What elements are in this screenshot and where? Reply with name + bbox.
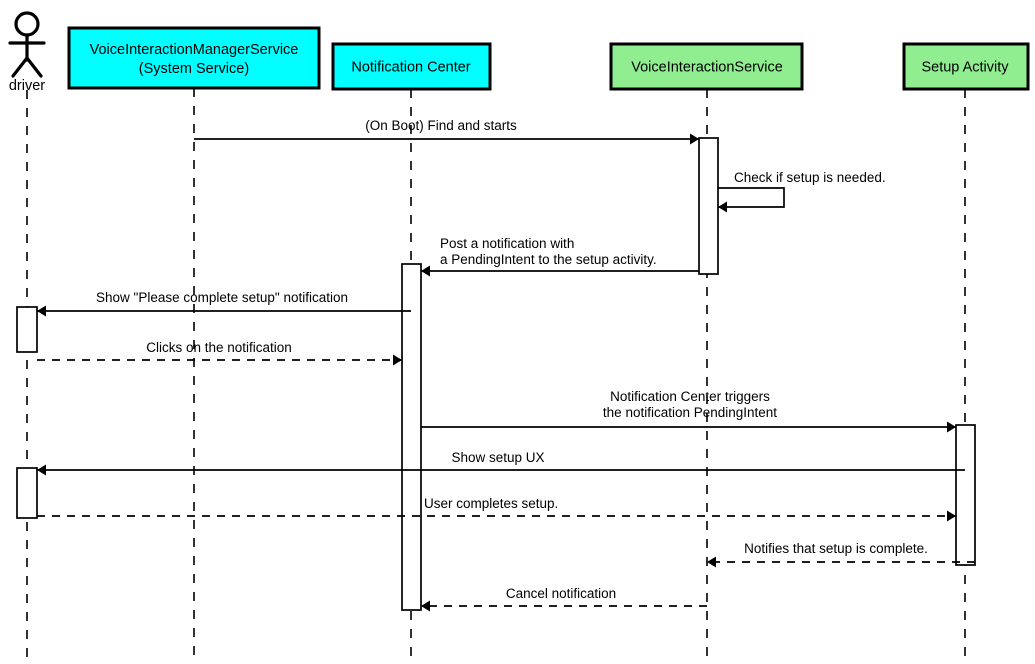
activation-bars-layer (16, 137, 976, 611)
msg-show-setup-ux-arrowhead (37, 464, 46, 476)
participant-label-vims: VoiceInteractionManagerService (90, 42, 299, 58)
act-driver-1 (16, 306, 38, 353)
msg-post-notification-label: Post a notification with (440, 236, 574, 251)
msg-clicks-on-notification-label: Clicks on the notification (146, 340, 292, 355)
participant-label-vis: VoiceInteractionService (631, 59, 783, 75)
msg-cancel-notification-label: Cancel notification (506, 586, 616, 601)
msg-find-and-starts-label: (On Boot) Find and starts (365, 118, 517, 133)
actor-stick-figure-icon (8, 11, 46, 78)
msg-show-setup-notification-arrowhead (37, 305, 46, 317)
msg-notifies-setup-complete-label: Notifies that setup is complete. (744, 541, 928, 556)
msg-show-setup-ux: Show setup UX (37, 450, 965, 476)
msg-cancel-notification: Cancel notification (421, 586, 707, 612)
participant-vis[interactable]: VoiceInteractionService (609, 42, 804, 91)
participant-driver[interactable]: driver (8, 11, 46, 94)
msg-check-if-setup-needed-label: Check if setup is needed. (734, 170, 886, 185)
participant-label-setup_activity: Setup Activity (921, 59, 1009, 75)
participant-label-notification_center: Notification Center (351, 59, 470, 75)
msg-check-if-setup-needed-arrowhead (718, 201, 727, 213)
msg-notifies-setup-complete-arrowhead (707, 556, 716, 568)
msg-post-notification-arrowhead (421, 265, 430, 277)
msg-find-and-starts-arrowhead (690, 133, 699, 145)
participant-label-driver: driver (9, 78, 45, 94)
msg-triggers-pendingintent-arrowhead (947, 421, 956, 433)
act-vis (698, 137, 719, 275)
msg-triggers-pendingintent-label-line2: the notification PendingIntent (603, 405, 777, 420)
participant-heads-layer: driver VoiceInteractionManagerService (Sys… (8, 11, 1030, 94)
msg-cancel-notification-arrowhead (421, 600, 430, 612)
msg-check-if-setup-needed: Check if setup is needed. (718, 170, 886, 213)
msg-user-completes-setup: User completes setup. (37, 496, 956, 522)
participant-box-notification_center[interactable] (331, 42, 492, 91)
participant-box-setup_activity[interactable] (902, 42, 1030, 91)
msg-show-setup-notification: Show "Please complete setup" notificatio… (37, 290, 411, 317)
msg-notifies-setup-complete: Notifies that setup is complete. (707, 541, 975, 568)
msg-clicks-on-notification: Clicks on the notification (37, 340, 402, 366)
msg-clicks-on-notification-arrowhead (393, 354, 402, 366)
msg-post-notification-label-line2: a PendingIntent to the setup activity. (440, 252, 657, 267)
participant-sublabel-vims: (System Service) (139, 61, 249, 77)
msg-show-setup-notification-label: Show "Please complete setup" notificatio… (96, 290, 348, 305)
participant-box-vims[interactable] (67, 26, 321, 90)
act-driver-2 (16, 467, 38, 519)
msg-triggers-pendingintent-label: Notification Center triggers (610, 389, 770, 404)
msg-user-completes-setup-arrowhead (947, 510, 956, 522)
msg-user-completes-setup-label: User completes setup. (424, 496, 558, 511)
act-setup-activity (955, 424, 976, 566)
participant-notification_center[interactable]: Notification Center (331, 42, 492, 91)
msg-find-and-starts: (On Boot) Find and starts (194, 118, 699, 145)
msg-check-if-setup-needed-path (718, 187, 785, 208)
msg-show-setup-ux-label: Show setup UX (451, 450, 544, 465)
participant-box-vis[interactable] (609, 42, 804, 91)
participant-setup_activity[interactable]: Setup Activity (902, 42, 1030, 91)
act-notification-center (401, 263, 422, 611)
participant-vims[interactable]: VoiceInteractionManagerService (System Se… (67, 26, 321, 90)
